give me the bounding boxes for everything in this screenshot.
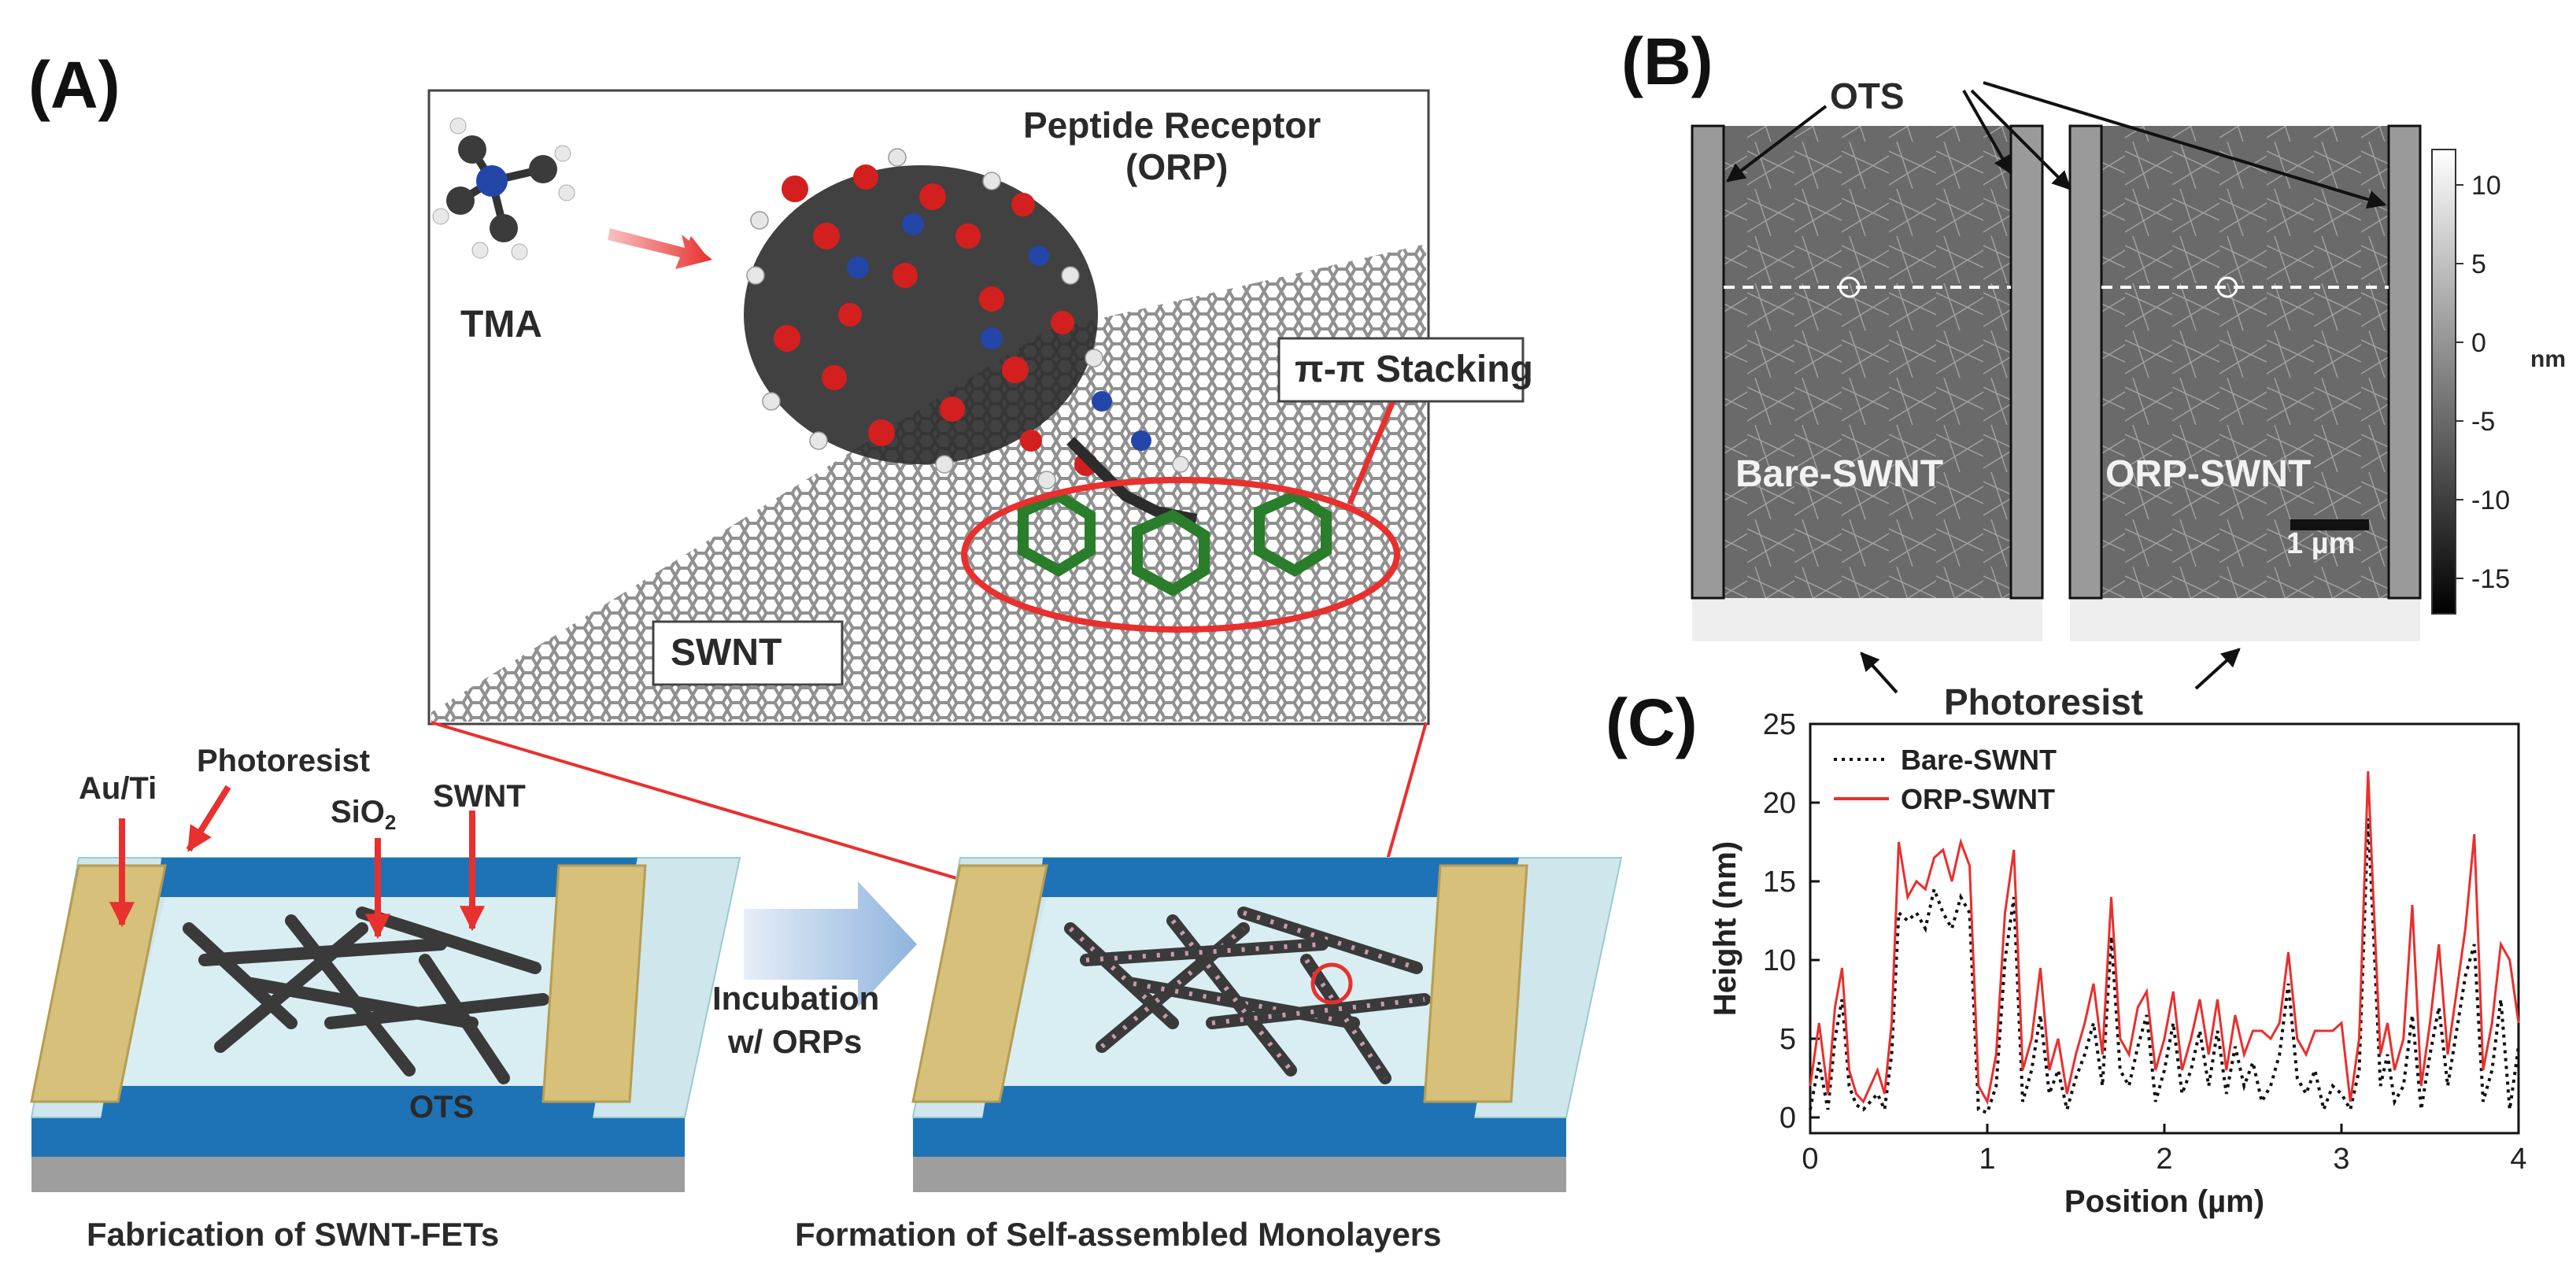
swnt-inset-label: SWNT bbox=[671, 632, 782, 674]
colorbar-tick-label: -15 bbox=[2471, 564, 2510, 594]
ots-strip bbox=[2068, 124, 2103, 600]
incubation-label-2: w/ ORPs bbox=[728, 1023, 863, 1060]
orp-swnt-afm-label: ORP-SWNT bbox=[2105, 453, 2312, 495]
orp-label: (ORP) bbox=[1125, 146, 1229, 187]
y-tick-label: 15 bbox=[1763, 866, 1796, 899]
scale-bar-label: 1 µm bbox=[2286, 527, 2356, 560]
colorbar-tick-label: 5 bbox=[2471, 249, 2486, 279]
ots-strip bbox=[1691, 124, 1725, 600]
panel-b-letter: (B) bbox=[1621, 24, 1713, 98]
tma-label: TMA bbox=[460, 304, 542, 345]
afm-orp-image bbox=[2070, 126, 2420, 630]
photoresist-region-right bbox=[2070, 598, 2420, 641]
sio2-label: SiO2 bbox=[331, 795, 397, 834]
zoom-circle bbox=[1310, 962, 1353, 1005]
stacking-callout-line bbox=[1347, 400, 1396, 505]
device-left-fet bbox=[30, 857, 741, 1192]
colorbar-tick-label: 0 bbox=[2471, 328, 2486, 358]
ots-device-label: OTS bbox=[409, 1090, 475, 1124]
pi-stacking-label-box bbox=[1277, 337, 1525, 403]
series-line-orp-swnt bbox=[1809, 770, 2520, 1106]
ots-afm-label: OTS bbox=[1830, 76, 1905, 116]
y-tick-label: 25 bbox=[1763, 708, 1796, 741]
legend-entry: ORP-SWNT bbox=[1901, 783, 2055, 815]
au-ti-label: Au/Ti bbox=[79, 771, 157, 806]
legend-entry: Bare-SWNT bbox=[1901, 744, 2057, 776]
molecular-inset bbox=[427, 89, 1525, 726]
pi-stacking-label: π-π Stacking bbox=[1295, 349, 1533, 390]
scale-bar bbox=[2290, 519, 2369, 530]
afm-bare-image bbox=[1692, 126, 2042, 630]
colorbar-tick-label: -10 bbox=[2471, 486, 2510, 515]
colorbar bbox=[2431, 149, 2456, 615]
device-right-sam bbox=[911, 857, 1623, 1192]
y-tick-label: 0 bbox=[1780, 1102, 1796, 1135]
x-tick-label: 2 bbox=[2156, 1143, 2172, 1176]
colorbar-tick-label: 10 bbox=[2471, 171, 2501, 201]
incubation-arrow-icon bbox=[744, 881, 917, 1007]
x-axis-label: Position (µm) bbox=[2064, 1184, 2264, 1219]
caption-fabrication: Fabrication of SWNT-FETs bbox=[87, 1216, 500, 1253]
y-tick-label: 20 bbox=[1763, 787, 1796, 820]
y-tick-label: 5 bbox=[1780, 1023, 1796, 1056]
ots-strip bbox=[2009, 124, 2044, 600]
y-tick-label: 10 bbox=[1763, 944, 1796, 977]
series-line-bare-swnt bbox=[1809, 818, 2520, 1116]
swnt-device-label: SWNT bbox=[433, 779, 526, 814]
left-device-pointers bbox=[109, 785, 485, 940]
x-tick-label: 4 bbox=[2510, 1143, 2526, 1176]
panel-a-letter: (A) bbox=[28, 48, 120, 122]
afm-images: 10 5 0 -5 -10 -15 bbox=[1691, 81, 2510, 694]
x-tick-label: 1 bbox=[1979, 1143, 1995, 1176]
colorbar-ticks: 10 5 0 -5 -10 -15 bbox=[2456, 171, 2510, 594]
photoresist-region-left bbox=[1692, 598, 2042, 641]
photoresist-label: Photoresist bbox=[197, 744, 371, 778]
swnt-label-box bbox=[652, 620, 844, 686]
y-axis-label: Height (nm) bbox=[1708, 841, 1743, 1016]
x-tick-label: 3 bbox=[2333, 1143, 2349, 1176]
x-tick-label: 0 bbox=[1802, 1143, 1818, 1176]
photoresist-afm-label: Photoresist bbox=[1944, 681, 2144, 722]
tma-molecule bbox=[432, 117, 575, 260]
incubation-label-1: Incubation bbox=[712, 980, 880, 1017]
colorbar-tick-label: -5 bbox=[2471, 407, 2495, 437]
panel-c-letter: (C) bbox=[1606, 685, 1698, 759]
bare-swnt-afm-label: Bare-SWNT bbox=[1735, 453, 1944, 495]
caption-sam-formation: Formation of Self-assembled Monolayers bbox=[795, 1216, 1442, 1253]
peptide-receptor-label: Peptide Receptor bbox=[1023, 105, 1321, 146]
binding-arrow-icon bbox=[608, 228, 712, 269]
stacking-highlight-ellipse bbox=[961, 477, 1400, 633]
swnt-lattice bbox=[431, 244, 1426, 722]
colorbar-unit: nm bbox=[2530, 346, 2566, 372]
ots-strip bbox=[2387, 124, 2422, 600]
